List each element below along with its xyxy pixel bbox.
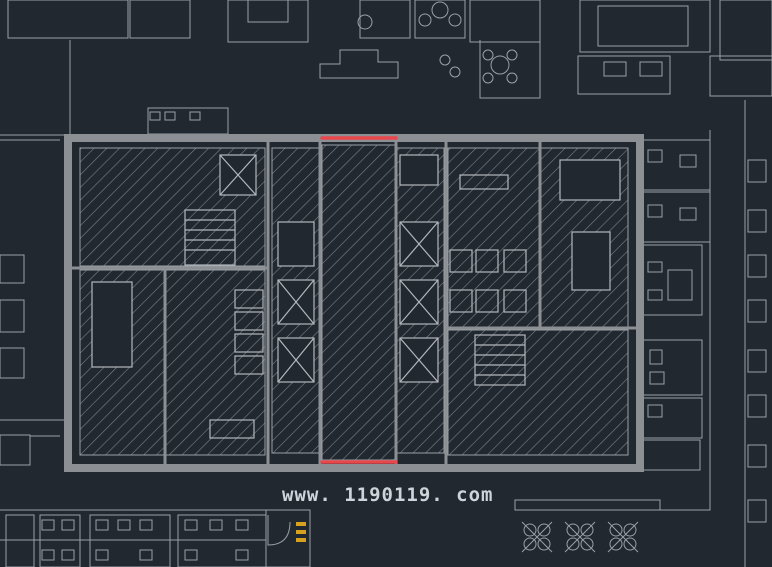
core-fixtures	[91, 154, 621, 439]
bottom-right-panels	[514, 499, 661, 553]
core-partitions	[72, 142, 636, 464]
left-workstations	[0, 254, 270, 567]
highlighted-openings	[320, 136, 398, 464]
surrounding-rooms-top	[0, 0, 772, 141]
watermark-text: www. 1190119. com	[282, 484, 494, 506]
right-offices	[639, 100, 767, 567]
bottom-entry	[265, 509, 311, 567]
core-hatched-zones	[79, 144, 629, 461]
furniture-top	[149, 1, 689, 121]
